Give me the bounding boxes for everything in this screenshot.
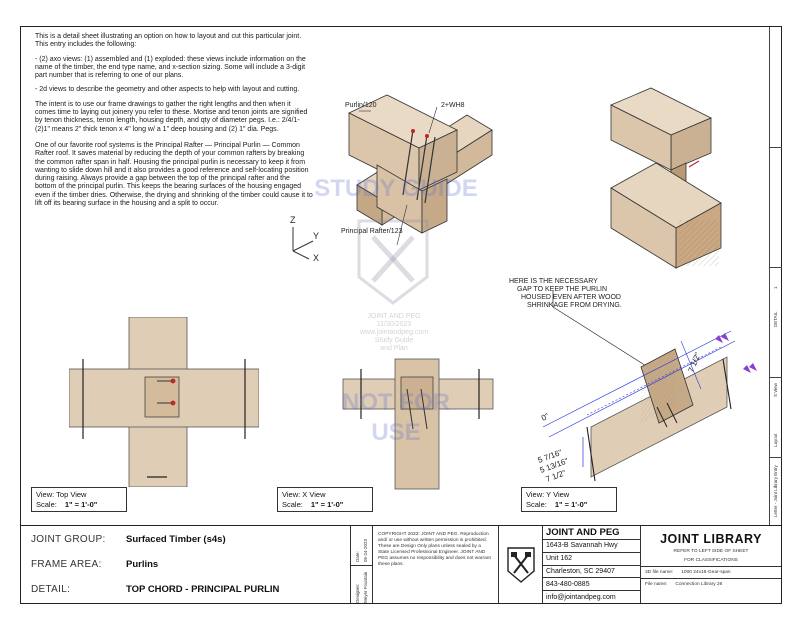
file2-label: File name:	[645, 582, 668, 587]
pegs-label: 2+WH8	[441, 102, 465, 109]
address-line-1: 1643-B Savannah Hwy	[543, 540, 640, 553]
title-block-dates: 05-24-2023 Date: Meyer Fountain Designer…	[351, 526, 373, 603]
crossed-axes-logo-icon	[506, 546, 535, 583]
y-view: HERE IS THE NECESSARY GAP TO KEEP THE PU…	[509, 278, 757, 484]
side-strip: DETAIL 1 S View Layout Letter - Joint Li…	[769, 27, 782, 525]
top-view	[69, 317, 259, 487]
intro-paragraph-5: One of our favorite roof systems is the …	[35, 141, 313, 208]
rafter-label: Principal Rafter/123	[341, 228, 403, 235]
file-name-row: 3D file name: 1000 24x16-Gear-span	[641, 566, 781, 578]
watermark-emblem	[357, 219, 429, 305]
detail-key: DETAIL:	[31, 584, 71, 595]
intro-paragraph-3: - 2d views to describe the geometry and …	[35, 86, 300, 94]
side-view-label: S View	[773, 383, 778, 397]
intro-text: This is a detail sheet illustrating an o…	[35, 33, 313, 214]
intro-paragraph-2: - (2) axo views: (1) assembled and (1) e…	[35, 55, 306, 80]
file-name-row-2: File name: Connection Library 26	[641, 578, 781, 590]
joint-group-value: Surfaced Timber (s4s)	[126, 534, 226, 545]
title-block-main: JOINT GROUP: Surfaced Timber (s4s) FRAME …	[21, 526, 351, 603]
axis-y-label: Y	[313, 231, 319, 241]
dim-zero: 0"	[540, 411, 551, 422]
joint-library-sub-1: REFER TO LEFT SIDE OF SHEET	[673, 549, 749, 554]
stamp-line-4: Study Guide	[374, 337, 414, 344]
scale-value: 1" = 1'-0"	[554, 499, 588, 509]
intro-paragraph-1: This is a detail sheet illustrating an o…	[35, 33, 302, 49]
email-address: info@jointandpeg.com	[546, 593, 616, 601]
scale-value: 1" = 1'-0"	[310, 499, 344, 509]
title-block: JOINT GROUP: Surfaced Timber (s4s) FRAME …	[21, 525, 781, 603]
purlin-label: Purlin/120	[345, 102, 377, 109]
address-line-3: Charleston, SC 29407	[543, 566, 640, 579]
gap-note-line-4: SHRINKAGE FROM DRYING.	[527, 302, 622, 309]
watermark-stamp: JOINT AND PEG 11/30/2023 www.jointandpeg…	[339, 313, 449, 353]
axis-z-label: Z	[290, 215, 296, 225]
view-label-y: View: Y View Scale: 1" = 1'-0"	[521, 487, 617, 512]
rafter-label-svg: Principal Rafter/123	[341, 228, 403, 235]
stamp-line-2: 11/30/2023	[376, 321, 412, 328]
assembled-axo-view: Purlin/120 2+WH8	[345, 94, 493, 246]
date-label: Date:	[355, 551, 360, 562]
scale-label: Scale:	[36, 499, 57, 509]
view-name: View: Y View	[526, 490, 570, 499]
joint-library-sub-2: FOR CLASSIFICATIONS	[684, 558, 738, 563]
axis-x-label: X	[313, 253, 319, 263]
file-value: 1000 24x16-Gear-span	[681, 570, 731, 575]
view-name: View: X View	[282, 490, 326, 499]
stamp-line-1: JOINT AND PEG	[367, 313, 421, 320]
stamp-line-5: and Plan	[380, 345, 408, 352]
copyright-notice: COPYRIGHT 2023: JOINT AND PEG. Reproduct…	[373, 526, 499, 603]
scale-value: 1" = 1'-0"	[64, 499, 98, 509]
gap-note-line-3: HOUSED EVEN AFTER WOOD	[521, 294, 621, 301]
detail-value: TOP CHORD - PRINCIPAL PURLIN	[126, 584, 280, 595]
designer-value: Meyer Fountain	[363, 571, 368, 603]
axis-indicator: Z Y X	[290, 215, 319, 263]
phone-number: 843-480-0885	[543, 578, 640, 592]
company-name: JOINT AND PEG	[543, 526, 640, 540]
side-letter-label: Letter - Joint Library Entry	[773, 465, 778, 517]
exploded-axo-view	[610, 87, 722, 269]
stamp-line-3: www.jointandpeg.com	[359, 329, 429, 336]
scale-label: Scale:	[282, 499, 303, 509]
joint-library-block: JOINT LIBRARY REFER TO LEFT SIDE OF SHEE…	[641, 526, 781, 603]
gap-note-line-2: GAP TO KEEP THE PURLIN	[517, 286, 607, 293]
company-logo	[499, 526, 543, 603]
detail-sheet: This is a detail sheet illustrating an o…	[20, 26, 782, 604]
joint-group-key: JOINT GROUP:	[31, 534, 106, 545]
joint-library-title: JOINT LIBRARY	[660, 532, 762, 546]
scale-label: Scale:	[526, 499, 547, 509]
view-name: View: Top View	[36, 490, 87, 499]
view-label-top: View: Top View Scale: 1" = 1'-0"	[31, 487, 127, 512]
intro-paragraph-4: The intent is to use our frame drawings …	[35, 100, 308, 133]
address-line-2: Unit 162	[543, 553, 640, 566]
gap-note-line-1: HERE IS THE NECESSARY	[509, 278, 598, 285]
frame-area-key: FRAME AREA:	[31, 559, 102, 570]
company-address: JOINT AND PEG 1643-B Savannah Hwy Unit 1…	[543, 526, 641, 603]
side-detail-number: 1	[773, 286, 778, 289]
x-view	[342, 358, 494, 490]
file-label: 3D file name:	[645, 570, 674, 575]
side-layout-label: Layout	[773, 433, 778, 447]
date-value: 05-24-2023	[363, 538, 368, 562]
file2-value: Connection Library 26	[675, 582, 723, 587]
designer-label: Designer:	[355, 583, 360, 603]
frame-area-value: Purlins	[126, 559, 159, 570]
view-label-x: View: X View Scale: 1" = 1'-0"	[277, 487, 373, 512]
side-detail-label: DETAIL	[773, 311, 778, 327]
